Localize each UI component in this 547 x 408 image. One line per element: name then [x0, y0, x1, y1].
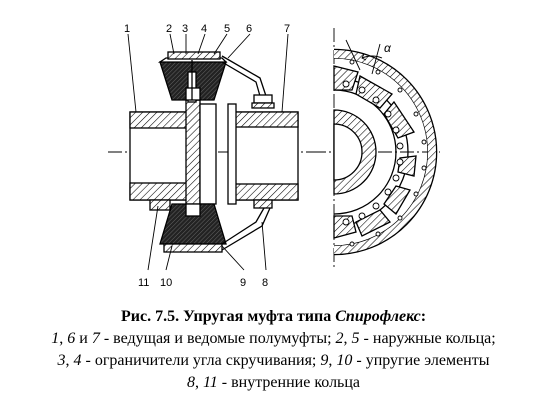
callout-8: 8 [262, 277, 268, 289]
callout-2: 2 [166, 23, 172, 35]
callout-5: 5 [224, 23, 230, 35]
callout-1: 1 [124, 23, 130, 35]
caption-title: Рис. 7.5. Упругая муфта типа Спирофлекс: [120, 308, 427, 325]
callout-leaders [127, 33, 289, 271]
callout-9: 9 [240, 277, 246, 289]
coupling-drawing: 1 2 3 4 5 6 7 11 10 9 8 [108, 23, 440, 289]
angle-alpha: α [384, 41, 392, 55]
caption-line-2: 1, 6 и 7 - ведущая и ведомые полумуфты; … [51, 330, 496, 347]
callout-11: 11 [138, 277, 149, 289]
end-view [312, 28, 440, 270]
caption-line-4: 8, 11 - внутренние кольца [186, 374, 361, 391]
caption-line-3: 3, 4 - ограничители угла скручивания; 9,… [57, 352, 490, 369]
callout-6: 6 [246, 23, 252, 35]
callout-3: 3 [182, 23, 188, 35]
callout-10: 10 [160, 277, 172, 289]
bolt-holes [342, 59, 427, 247]
callout-7: 7 [284, 23, 290, 35]
callout-4: 4 [201, 23, 207, 35]
section-view [108, 51, 312, 253]
figure-caption: Рис. 7.5. Упругая муфта типа Спирофлекс:… [0, 306, 547, 394]
